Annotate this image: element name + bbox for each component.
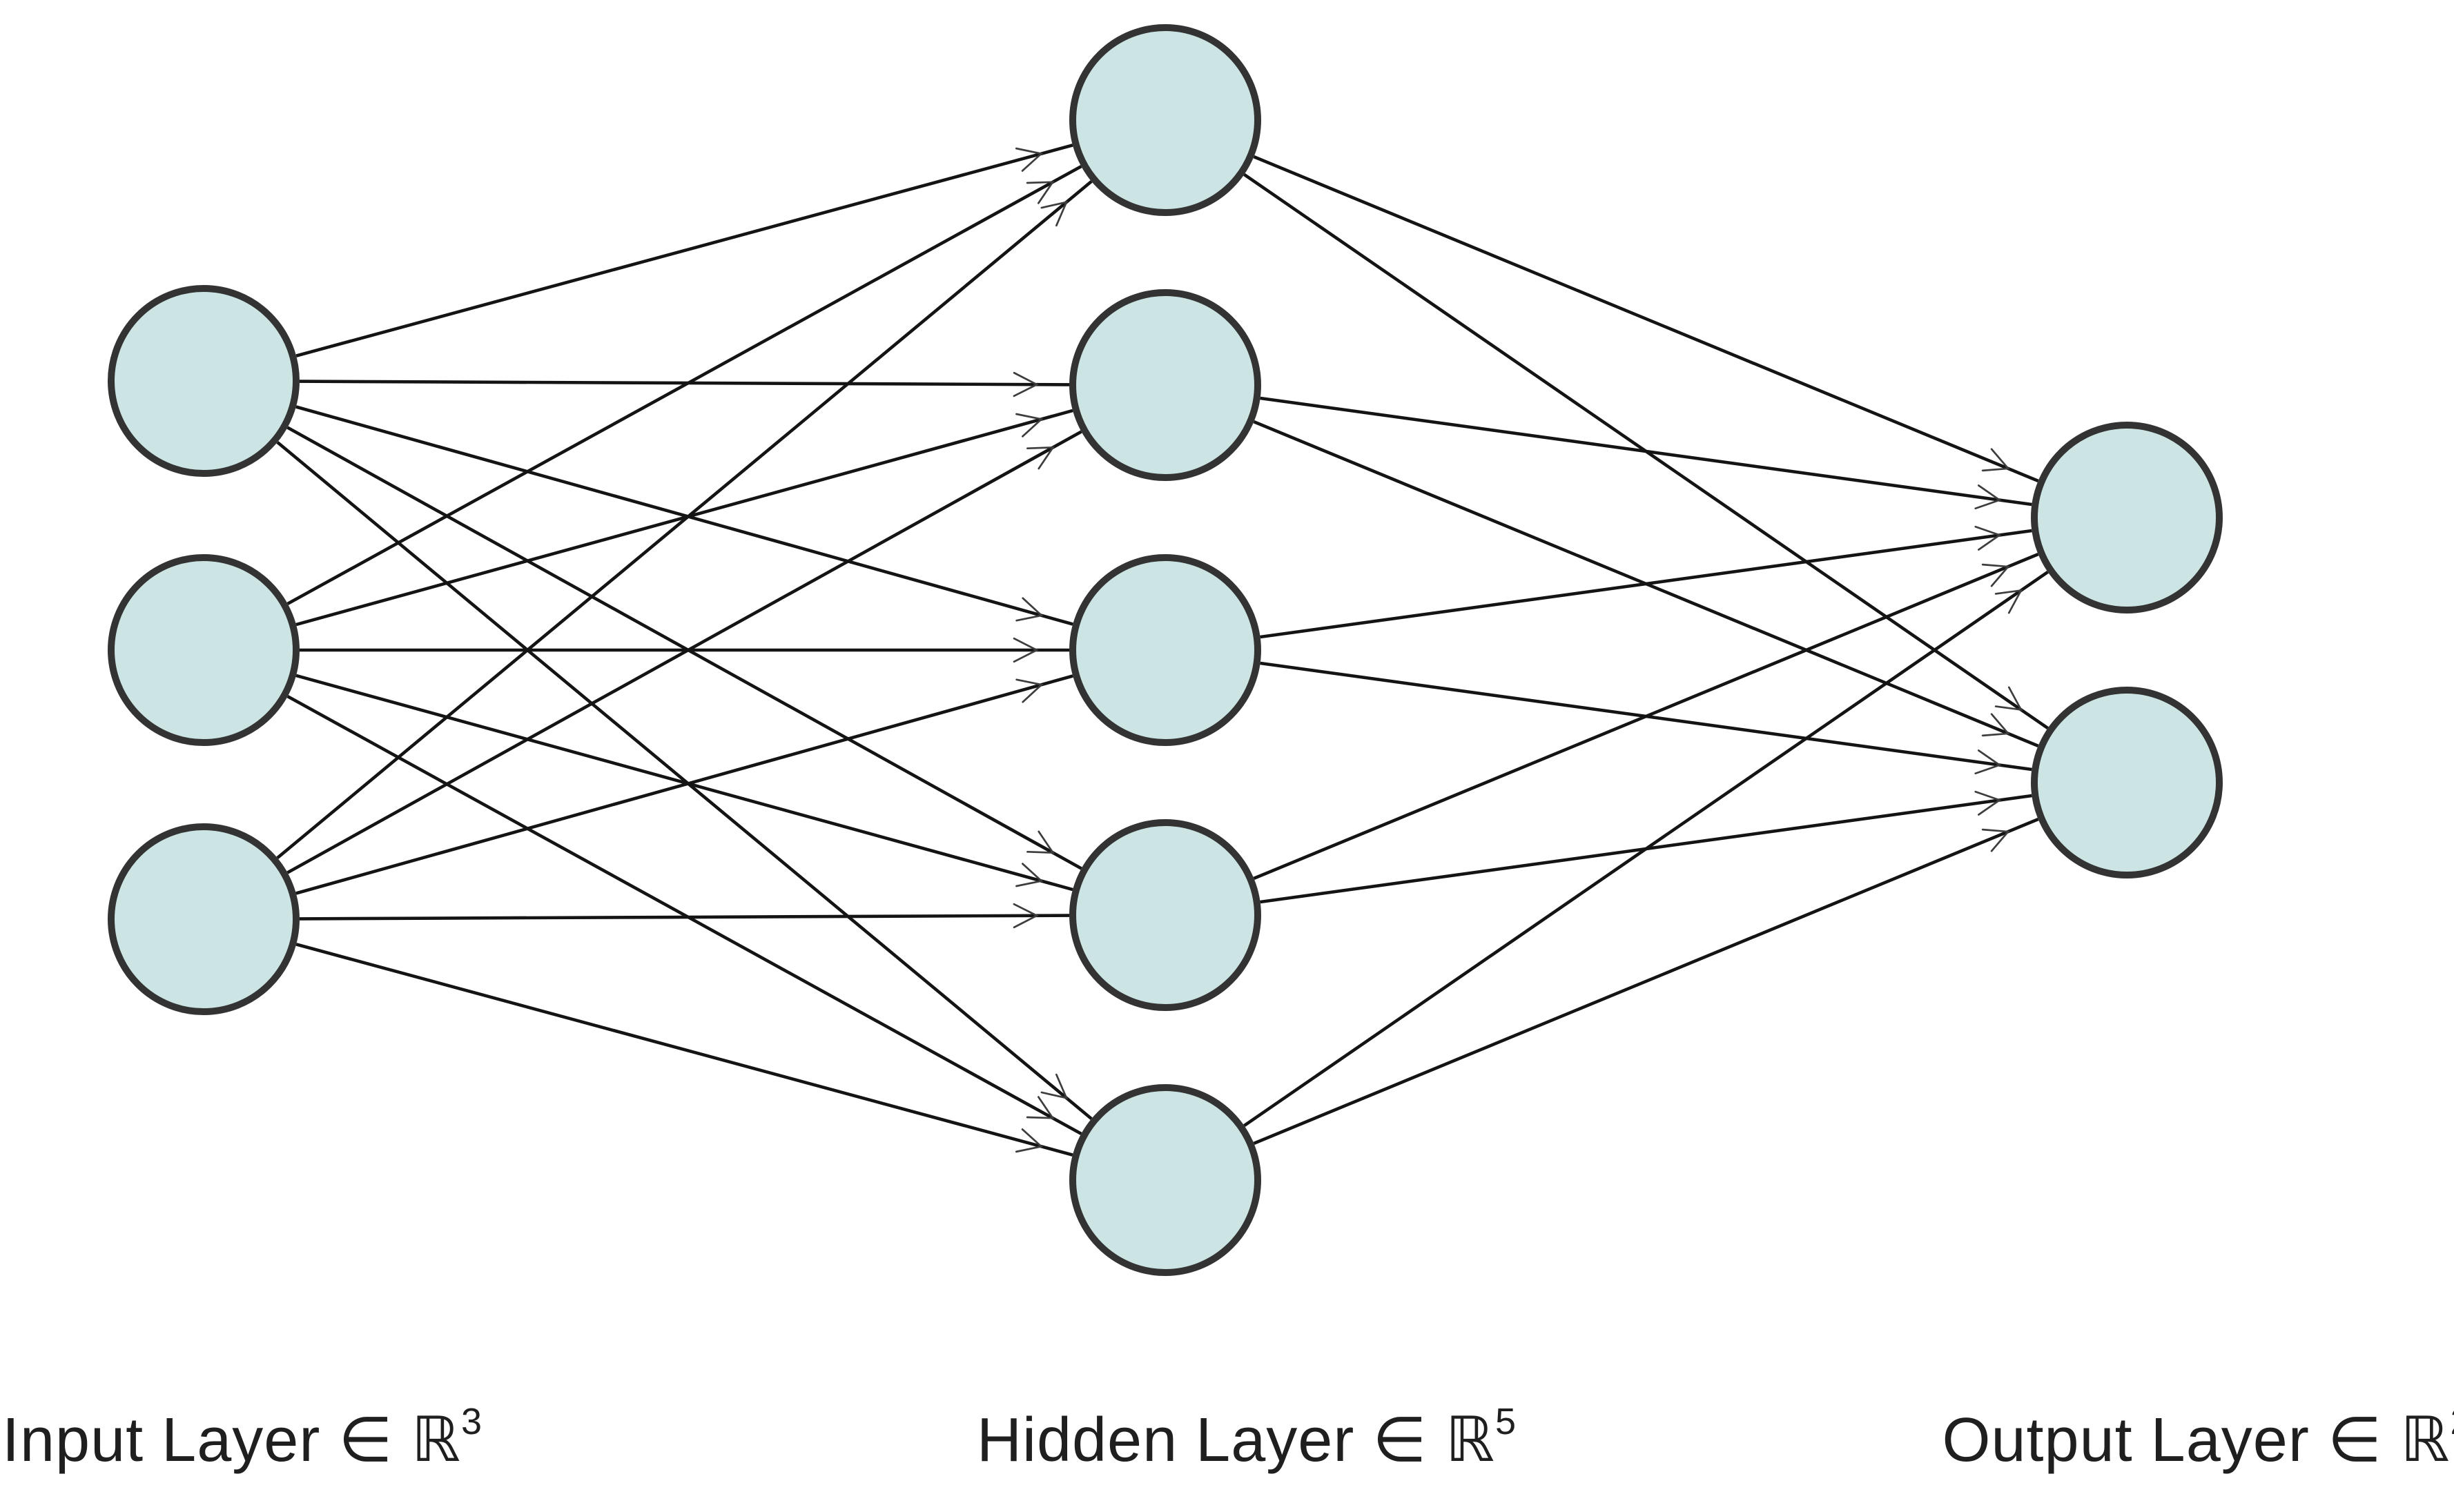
edge-input3-hidden2 xyxy=(286,430,1082,874)
node-hidden-4 xyxy=(1069,819,1261,1011)
arrowhead-input2-hidden2 xyxy=(1015,413,1044,438)
edge-hidden3-output1 xyxy=(1260,529,2032,639)
edge-input3-hidden1 xyxy=(276,180,1093,859)
layer-label-hidden: Hidden Layer ∈ ℝ5 xyxy=(977,1403,1517,1471)
layer-label-input-text: Input Layer ∈ ℝ xyxy=(1,1406,461,1475)
arrowhead-input3-hidden4 xyxy=(1013,903,1039,929)
edge-input3-hidden3 xyxy=(295,674,1073,895)
arrowhead-hidden3-output2 xyxy=(1974,749,2002,775)
arrowhead-input3-hidden5 xyxy=(1015,1128,1044,1153)
arrowhead-hidden3-output1 xyxy=(1974,525,2002,551)
edge-hidden5-output1 xyxy=(1243,570,2049,1128)
node-input-3 xyxy=(108,823,300,1015)
node-hidden-5 xyxy=(1069,1084,1261,1276)
edge-input3-hidden4 xyxy=(299,914,1070,921)
arrowhead-input2-hidden3 xyxy=(1013,637,1039,663)
layer-label-output-text: Output Layer ∈ ℝ xyxy=(1942,1406,2451,1475)
layer-label-output-superscript: 2 xyxy=(2450,1403,2454,1440)
edge-input2-hidden1 xyxy=(286,165,1082,605)
node-hidden-2 xyxy=(1069,289,1261,481)
arrowhead-input1-hidden1 xyxy=(1015,147,1044,172)
arrowhead-input2-hidden1 xyxy=(1026,181,1055,204)
arrowhead-hidden1-output2 xyxy=(1994,686,2023,711)
arrowhead-hidden2-output1 xyxy=(1974,484,2002,510)
edge-input3-hidden5 xyxy=(295,943,1073,1157)
arrowhead-input3-hidden2 xyxy=(1026,446,1055,470)
node-input-1 xyxy=(108,285,300,477)
arrowhead-input1-hidden5 xyxy=(1040,1073,1069,1100)
node-hidden-3 xyxy=(1069,554,1261,746)
edge-input1-hidden5 xyxy=(276,441,1093,1120)
edge-input2-hidden5 xyxy=(286,695,1082,1135)
arrowhead-input3-hidden3 xyxy=(1015,678,1044,703)
arrowhead-input2-hidden5 xyxy=(1026,1096,1055,1119)
layer-label-hidden-text: Hidden Layer ∈ ℝ xyxy=(976,1406,1495,1475)
node-output-1 xyxy=(2031,422,2223,613)
layer-label-input-superscript: 3 xyxy=(460,1401,483,1443)
edge-input2-hidden2 xyxy=(295,409,1073,627)
edge-hidden5-output2 xyxy=(1253,817,2039,1146)
edge-input1-hidden2 xyxy=(299,380,1070,386)
edge-hidden1-output1 xyxy=(1253,155,2039,483)
layer-label-hidden-superscript: 5 xyxy=(1494,1401,1517,1443)
edge-hidden4-output1 xyxy=(1253,552,2039,881)
node-hidden-1 xyxy=(1069,24,1261,216)
arrowhead-hidden1-output1 xyxy=(1981,448,2010,472)
arrowhead-input1-hidden3 xyxy=(1015,597,1044,622)
edge-input1-hidden3 xyxy=(295,405,1073,626)
edge-input1-hidden4 xyxy=(286,426,1082,870)
layer-label-output: Output Layer ∈ ℝ2 xyxy=(1942,1403,2454,1471)
arrowhead-hidden4-output1 xyxy=(1981,563,2010,587)
arrowhead-hidden4-output2 xyxy=(1974,790,2002,816)
arrowhead-input2-hidden4 xyxy=(1015,863,1044,887)
edge-hidden2-output1 xyxy=(1260,396,2032,507)
node-output-2 xyxy=(2031,687,2223,878)
arrowhead-hidden5-output1 xyxy=(1994,589,2023,614)
arrowhead-input1-hidden4 xyxy=(1026,830,1055,854)
arrowhead-hidden2-output2 xyxy=(1981,713,2010,737)
arrowhead-input1-hidden2 xyxy=(1013,371,1039,397)
arrowhead-hidden5-output2 xyxy=(1981,828,2010,852)
arrowhead-input3-hidden1 xyxy=(1040,201,1069,227)
edge-input2-hidden4 xyxy=(295,674,1073,892)
edge-input1-hidden1 xyxy=(295,144,1073,357)
node-input-2 xyxy=(108,554,300,746)
layer-label-input: Input Layer ∈ ℝ3 xyxy=(2,1403,483,1471)
